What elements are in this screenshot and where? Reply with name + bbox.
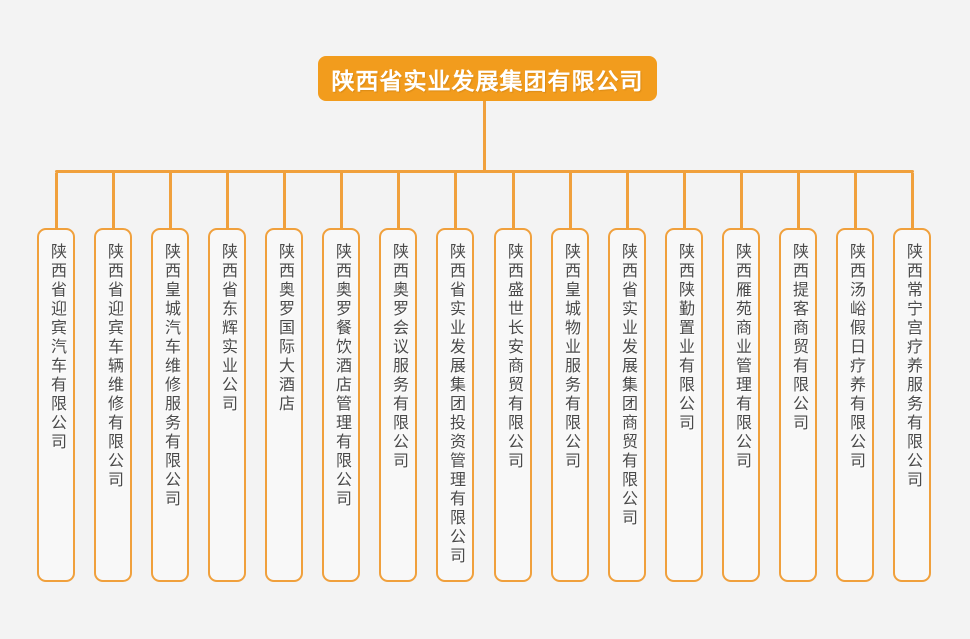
org-node: 陕西陕勤置业有限公司 [665,228,703,582]
connector-drop [55,173,58,228]
org-node: 陕西省迎宾车辆维修有限公司 [94,228,132,582]
org-node: 陕西汤峪假日疗养有限公司 [836,228,874,582]
org-node-label: 陕西奥罗会议服务有限公司 [390,243,407,471]
connector-drop [397,173,400,228]
org-node-label: 陕西常宁宫疗养服务有限公司 [904,243,921,490]
org-node: 陕西提客商贸有限公司 [779,228,817,582]
org-node: 陕西省实业发展集团投资管理有限公司 [436,228,474,582]
connector-drop [340,173,343,228]
connector-drop [512,173,515,228]
org-node: 陕西省实业发展集团商贸有限公司 [608,228,646,582]
connector-drop [112,173,115,228]
org-node: 陕西盛世长安商贸有限公司 [494,228,532,582]
org-node: 陕西皇城汽车维修服务有限公司 [151,228,189,582]
org-node: 陕西省迎宾汽车有限公司 [37,228,75,582]
org-node-label: 陕西省实业发展集团商贸有限公司 [619,243,636,528]
org-node-label: 陕西省实业发展集团投资管理有限公司 [447,243,464,566]
org-node: 陕西奥罗会议服务有限公司 [379,228,417,582]
connector-drop [626,173,629,228]
connector-drop [683,173,686,228]
org-node: 陕西省东辉实业公司 [208,228,246,582]
org-node-label: 陕西盛世长安商贸有限公司 [505,243,522,471]
org-node-label: 陕西省迎宾车辆维修有限公司 [105,243,122,490]
org-node-label: 陕西陕勤置业有限公司 [676,243,693,433]
org-node-label: 陕西奥罗餐饮酒店管理有限公司 [333,243,350,509]
org-node-label: 陕西汤峪假日疗养有限公司 [847,243,864,471]
org-node-label: 陕西皇城物业服务有限公司 [562,243,579,471]
org-node-label: 陕西奥罗国际大酒店 [276,243,293,414]
org-node: 陕西雁苑商业管理有限公司 [722,228,760,582]
connector-stem [483,101,486,171]
connector-drop [569,173,572,228]
connector-drop [854,173,857,228]
org-node: 陕西常宁宫疗养服务有限公司 [893,228,931,582]
org-node: 陕西皇城物业服务有限公司 [551,228,589,582]
connector-drop [226,173,229,228]
connector-drop [740,173,743,228]
connector-drop [797,173,800,228]
org-node-label: 陕西雁苑商业管理有限公司 [733,243,750,471]
org-node: 陕西奥罗国际大酒店 [265,228,303,582]
org-node: 陕西奥罗餐饮酒店管理有限公司 [322,228,360,582]
connector-drop [454,173,457,228]
org-root-label: 陕西省实业发展集团有限公司 [331,67,644,94]
connector-horizontal [55,170,914,173]
connector-drop [283,173,286,228]
org-node-label: 陕西提客商贸有限公司 [790,243,807,433]
org-node-label: 陕西省迎宾汽车有限公司 [48,243,65,452]
org-node-label: 陕西省东辉实业公司 [219,243,236,414]
connector-drop [169,173,172,228]
org-root-node: 陕西省实业发展集团有限公司 [318,56,657,101]
org-node-label: 陕西皇城汽车维修服务有限公司 [162,243,179,509]
connector-drop [911,173,914,228]
